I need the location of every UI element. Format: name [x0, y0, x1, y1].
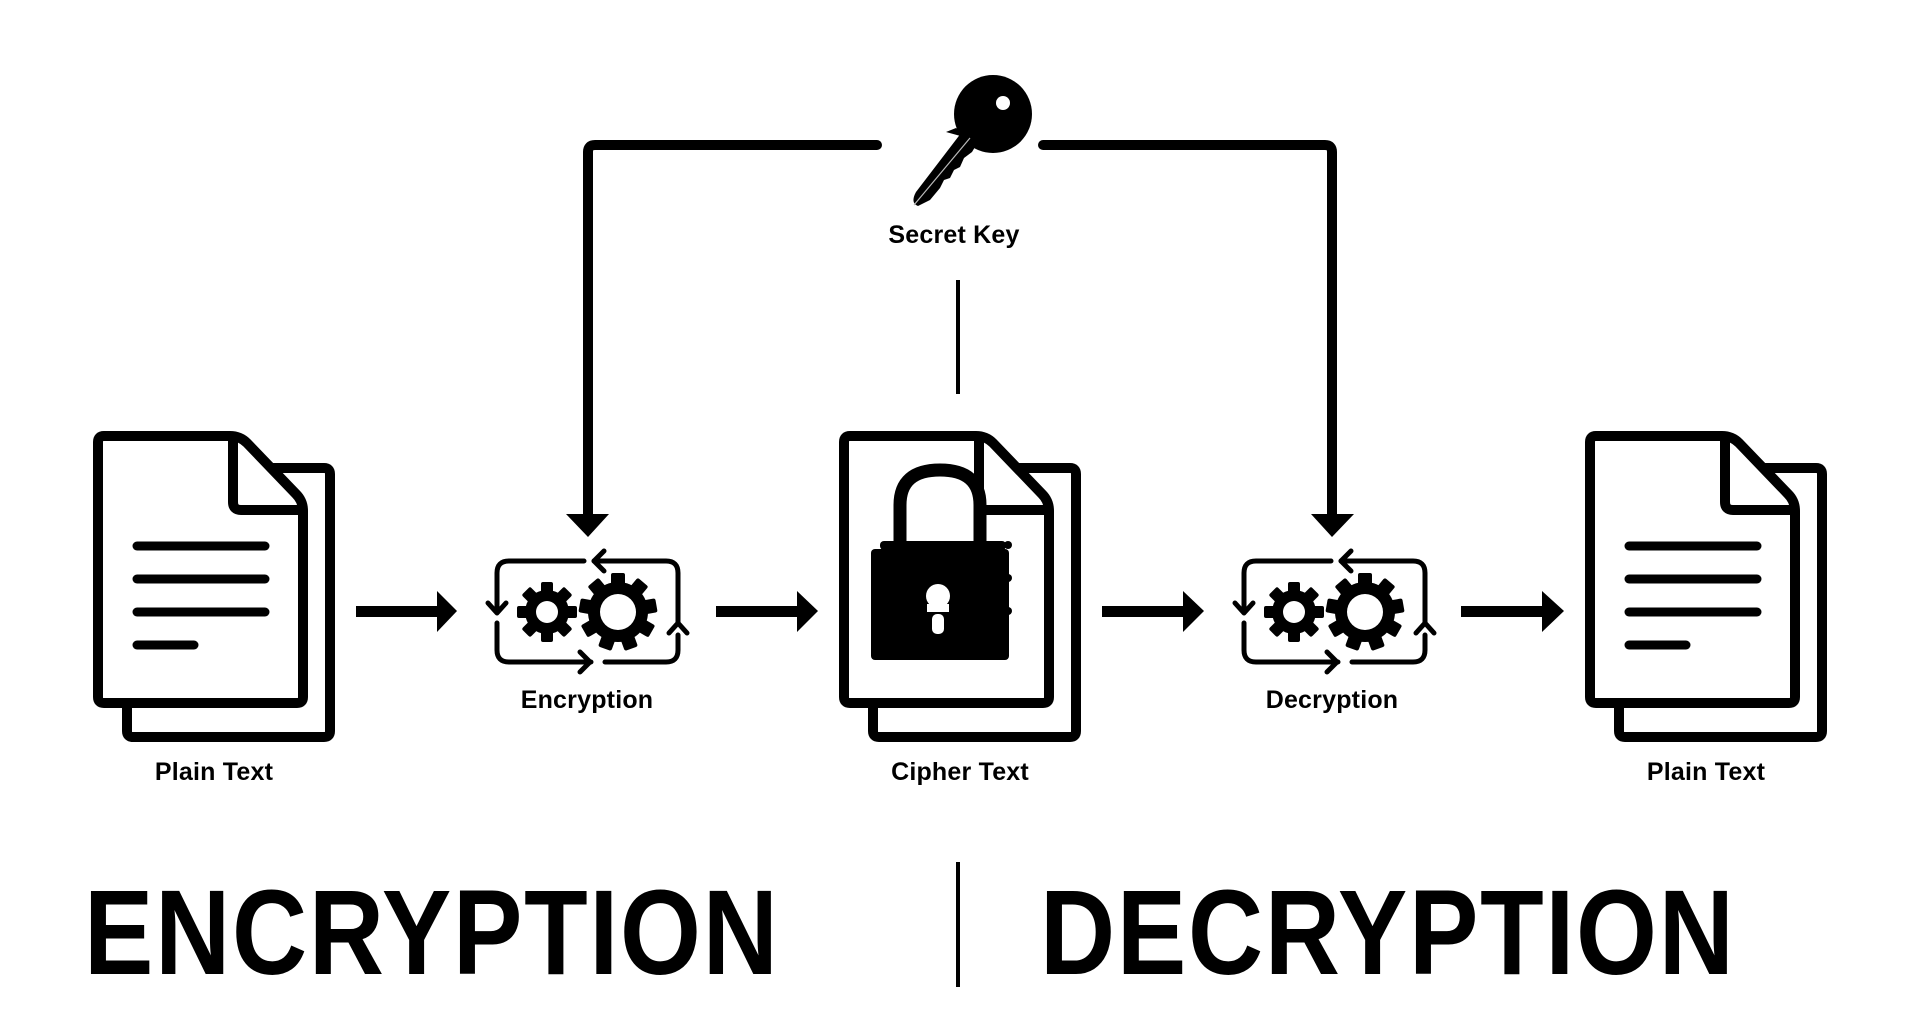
decryption-label: Decryption: [1265, 686, 1399, 714]
title-encryption: ENCRYPTION: [84, 864, 780, 1000]
arrow-right-icon: [1102, 591, 1204, 632]
cipher-text-label: Cipher Text: [891, 758, 1029, 786]
key-icon: [913, 75, 1032, 206]
secret-key-label: Secret Key: [888, 221, 1020, 249]
arrow-right-icon: [356, 591, 457, 632]
padlock-icon: [871, 463, 1012, 660]
large-gear-icon: [1325, 573, 1405, 652]
plain-text-input-icon: [98, 436, 330, 737]
arrow-right-icon: [1461, 591, 1564, 632]
plain-text-output-label: Plain Text: [1646, 758, 1766, 786]
encryption-label: Encryption: [520, 686, 654, 714]
large-gear-icon: [578, 573, 658, 651]
encryption-gears-icon: [488, 551, 687, 672]
arrowhead-down-icon: [566, 514, 609, 537]
arrow-right-icon: [716, 591, 818, 632]
key-connector-right: [1038, 140, 1354, 537]
small-gear-icon: [1264, 582, 1324, 642]
arrowhead-down-icon: [1311, 514, 1354, 537]
key-connector-left: [566, 140, 882, 537]
plain-text-output-icon: [1590, 436, 1822, 737]
plain-text-input-label: Plain Text: [154, 758, 274, 786]
small-gear-icon: [517, 582, 577, 642]
title-decryption: DECRYPTION: [1040, 864, 1736, 1000]
decryption-gears-icon: [1235, 551, 1434, 672]
